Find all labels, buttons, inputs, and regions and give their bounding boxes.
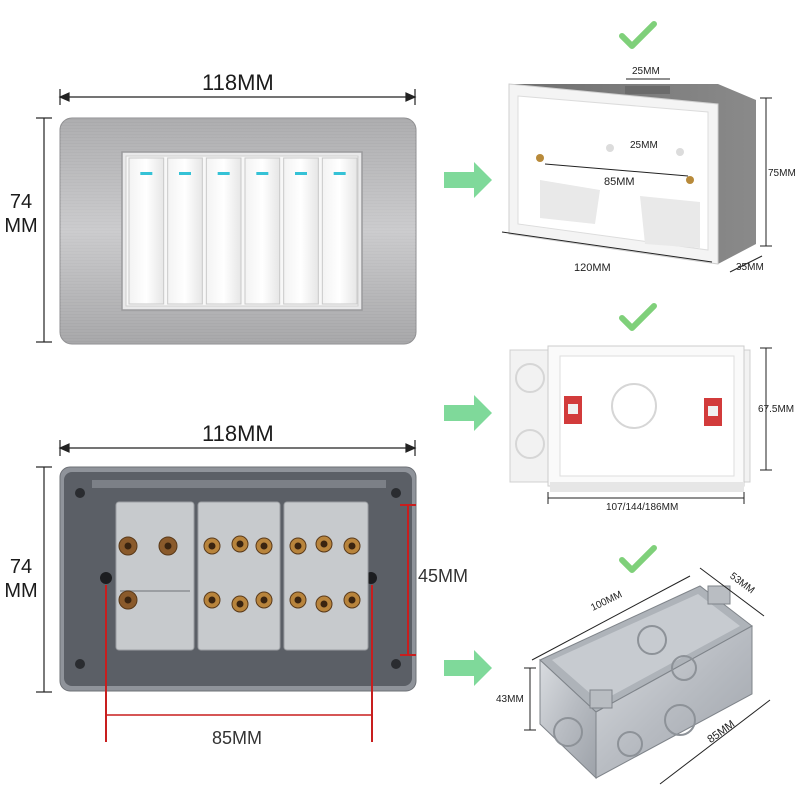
- back-hole-spacing-markers: [105, 504, 416, 742]
- terminal-screw-hole: [260, 542, 268, 550]
- terminal-screw-hole: [320, 540, 328, 548]
- metal-height-label: 43MM: [496, 694, 524, 705]
- terminal-screw-hole: [124, 596, 132, 604]
- indicator-light: [333, 172, 346, 175]
- indicator-light: [179, 172, 191, 175]
- knockout-box-dimensions: [547, 347, 772, 504]
- terminal-screw-hole: [294, 596, 302, 604]
- back-height-unit: MM: [4, 580, 38, 602]
- rocker-switch: [244, 157, 281, 305]
- knockout-mounting-box: [509, 345, 751, 492]
- front-height-label: 74 MM: [0, 190, 42, 238]
- rocker-switch: [167, 157, 203, 305]
- rocker-switch: [321, 157, 358, 305]
- terminal-screw-hole: [124, 542, 132, 550]
- indicator-light: [140, 172, 153, 175]
- plastic-length-label: 120MM: [574, 262, 611, 274]
- back-width-label: 118MM: [202, 421, 274, 446]
- front-width-dimension: [58, 89, 417, 105]
- rocker-switch: [283, 157, 319, 305]
- terminal-screw-hole: [348, 596, 356, 604]
- terminal-screw-hole: [236, 600, 244, 608]
- terminal-screw-hole: [260, 596, 268, 604]
- plastic-box-dimensions: [501, 78, 772, 273]
- plastic-depth-label: 35MM: [736, 262, 764, 273]
- front-width-label: 118MM: [202, 70, 274, 95]
- rocker-switches: [128, 157, 358, 305]
- horizontal-hole-spacing-label: 85MM: [212, 728, 263, 748]
- front-height-dimension: [36, 117, 52, 343]
- check-icon: [619, 21, 657, 573]
- plastic-screw-spacing-label: 85MM: [604, 176, 635, 188]
- rocker-switch: [205, 157, 242, 305]
- front-height-value: 74: [9, 191, 33, 213]
- plastic-height-label: 75MM: [768, 168, 796, 179]
- metal-mounting-box: [539, 585, 753, 780]
- knockout-height-label: 67.5MM: [758, 404, 795, 415]
- terminal-screw-hole: [294, 542, 302, 550]
- vertical-hole-spacing-label: 45MM: [418, 566, 469, 586]
- back-height-dimension: [36, 466, 52, 693]
- terminal-screw-hole: [236, 540, 244, 548]
- indicator-light: [256, 172, 269, 175]
- terminal-screw-hole: [208, 542, 216, 550]
- inner-cutout-label: 25MM: [630, 140, 658, 151]
- front-height-unit: MM: [4, 215, 38, 237]
- rocker-switch: [128, 157, 165, 305]
- back-height-value: 74: [9, 556, 33, 578]
- terminal-screw-hole: [320, 600, 328, 608]
- terminal-screw-hole: [164, 542, 172, 550]
- top-cutout-label: 25MM: [632, 66, 660, 77]
- plastic-mounting-box: [508, 83, 756, 265]
- terminal-screw-hole: [348, 542, 356, 550]
- back-height-label: 74 MM: [0, 555, 42, 603]
- knockout-length-label: 107/144/186MM: [606, 502, 679, 513]
- indicator-light: [295, 172, 307, 175]
- indicator-light: [217, 172, 230, 175]
- back-width-dimension: [58, 440, 417, 456]
- terminal-screw-hole: [208, 596, 216, 604]
- back-switch-plate: [59, 466, 417, 692]
- arrow-icon: [444, 162, 492, 686]
- terminal-screws: [118, 535, 361, 613]
- metal-box-dimensions: [524, 567, 771, 785]
